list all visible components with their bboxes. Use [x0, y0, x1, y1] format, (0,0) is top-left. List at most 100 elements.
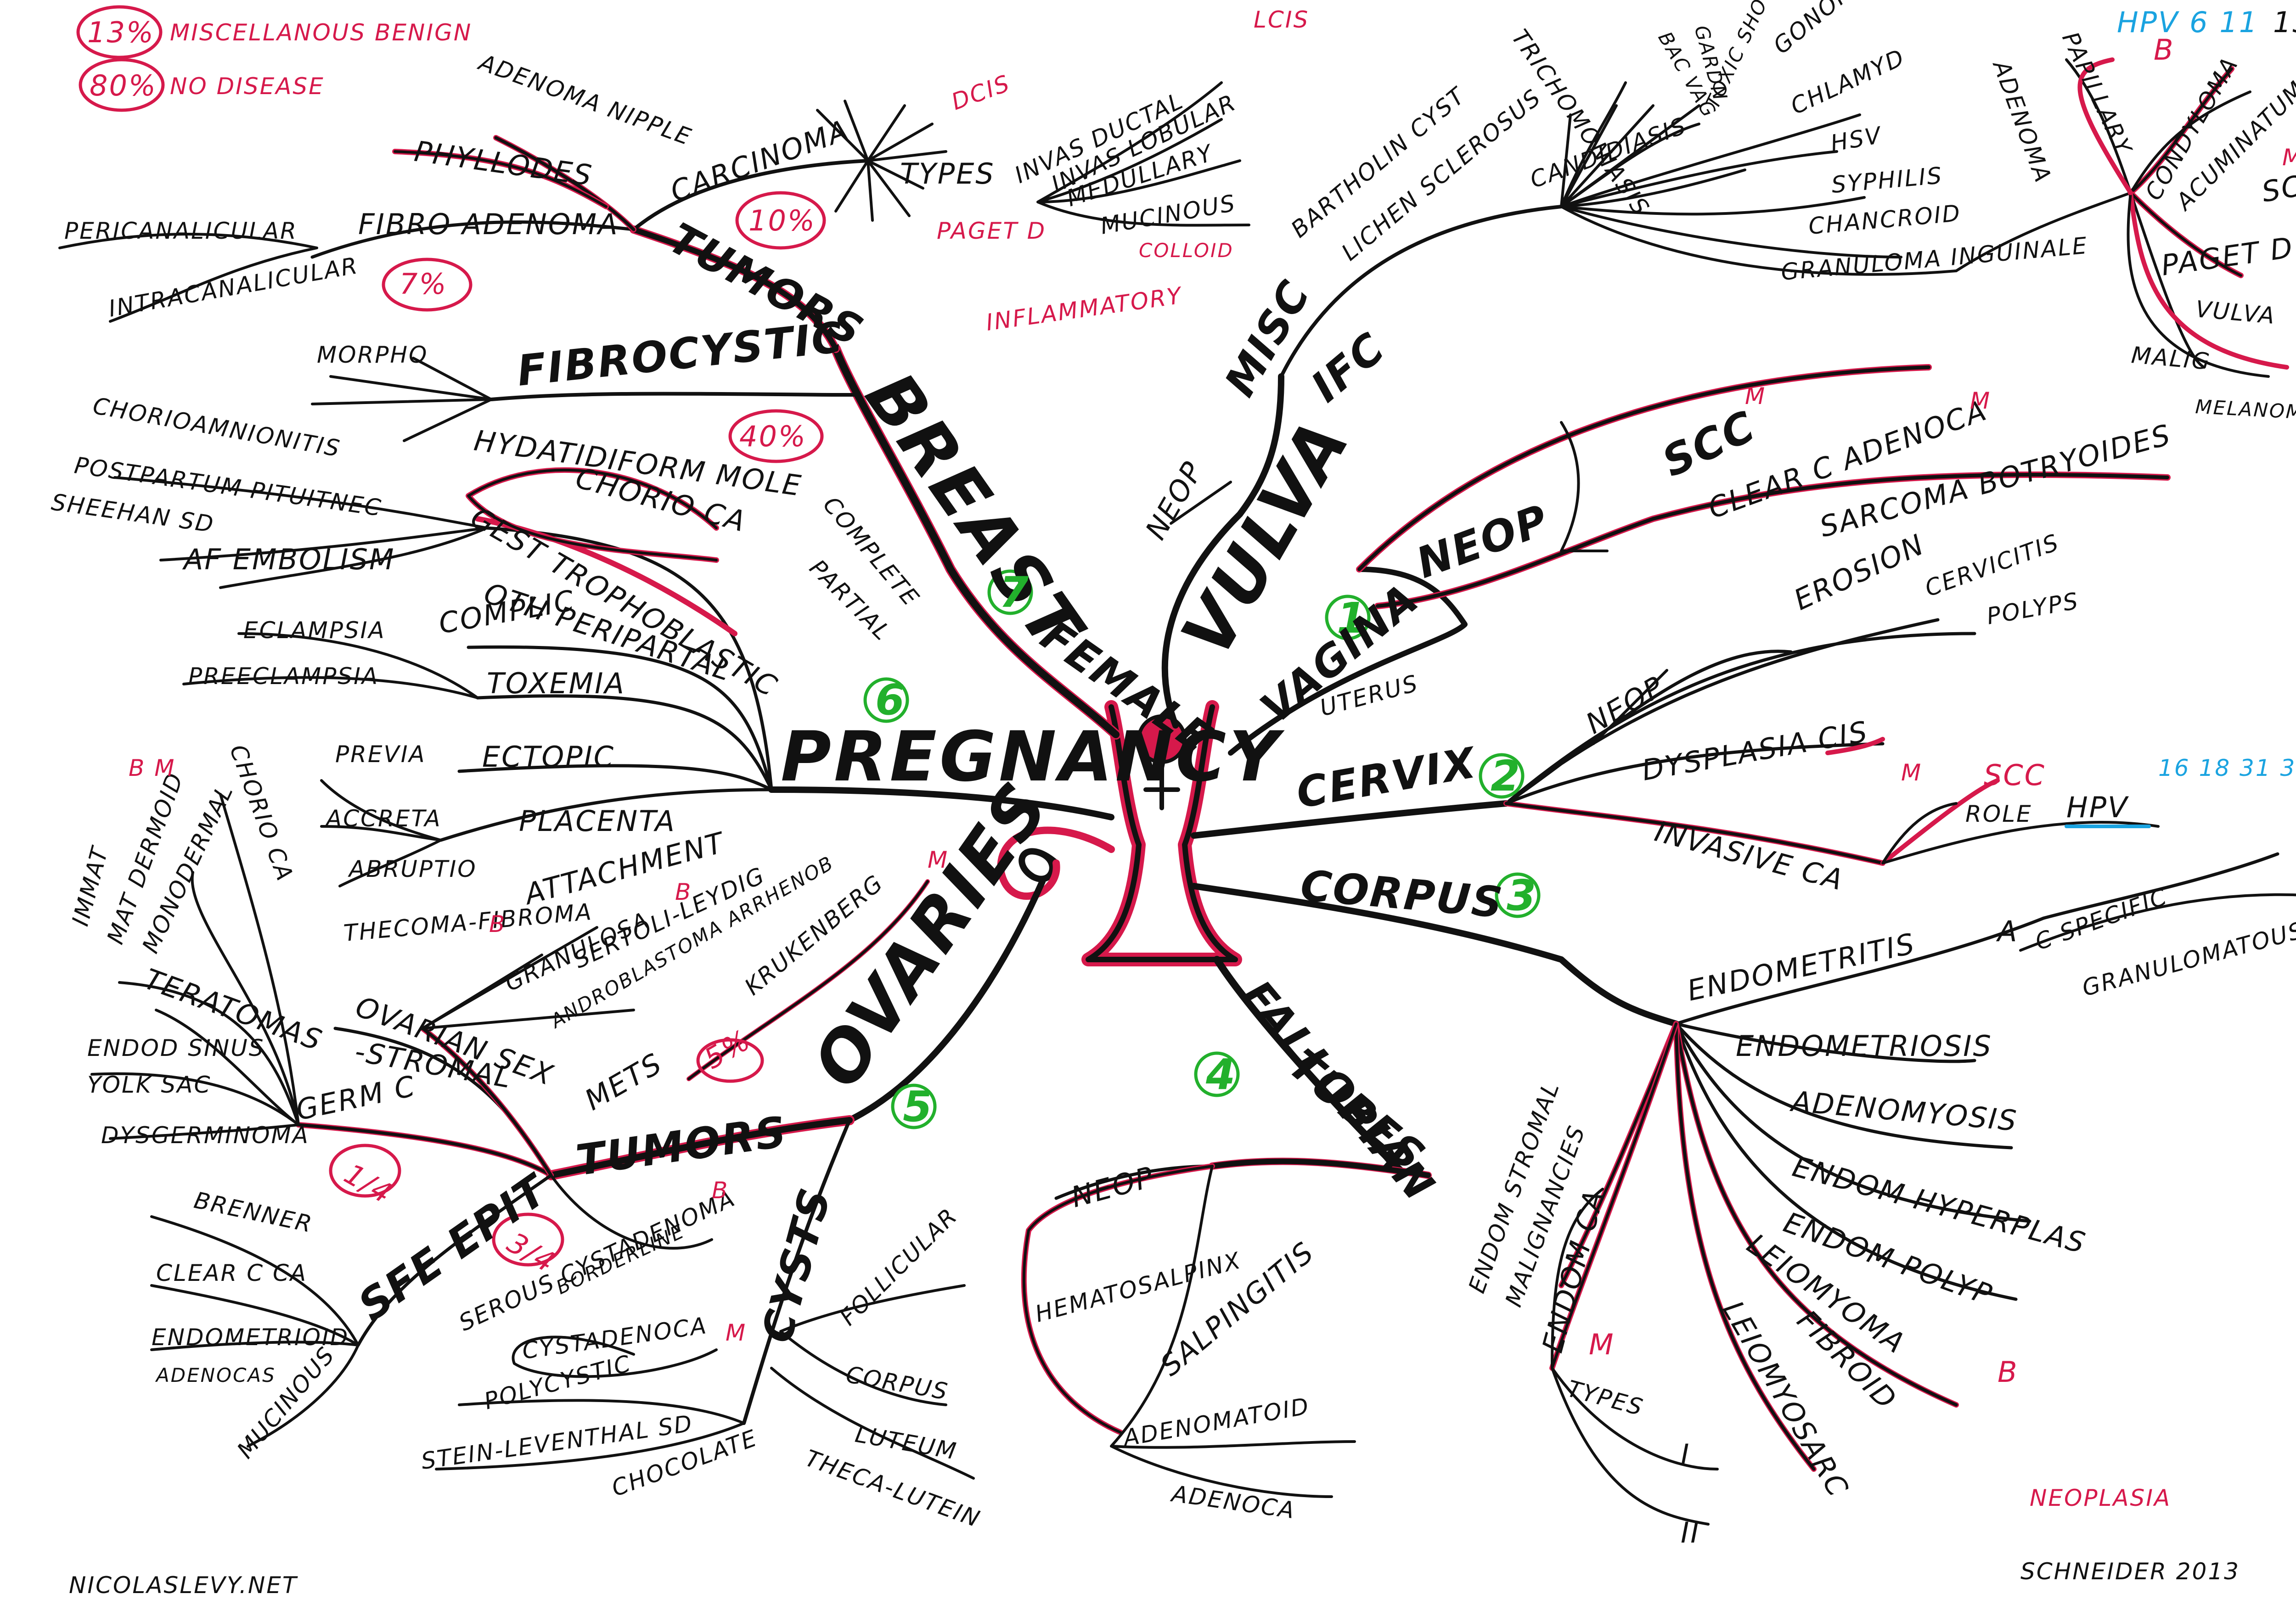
cervix-scc: SCC: [1984, 758, 2046, 792]
corpus-number: 3: [1507, 871, 1537, 920]
breast-pericanalicular: PERICANALICULAR: [64, 218, 298, 244]
vulva-hpv-13: 13: [2273, 6, 2296, 39]
cervix-invasive: INVASIVE CA: [1651, 814, 1847, 897]
ovaries-endod-sinus: ENDOD SINUS: [87, 1035, 264, 1061]
ovaries-corpus: CORPUS: [844, 1361, 951, 1405]
corpus-adenomyosis: ADENOMYOSIS: [1789, 1084, 2019, 1138]
ovaries-endometrioid: ENDOMETRIOID: [152, 1324, 349, 1351]
ovaries-thecoma: THECOMA-FIBROMA: [343, 898, 594, 947]
cervix-dysplasia: DYSPLASIA CIS: [1639, 714, 1871, 787]
ovaries-chorioca: CHORIO CA: [225, 741, 298, 885]
breast-carcinoma-pct: 10%: [748, 204, 816, 237]
circles: [76, 5, 1541, 1267]
vulva-chlamyd: CHLAMYD: [1787, 44, 1909, 120]
ovaries-number: 5: [903, 1082, 934, 1131]
cervix-hpv-types: 16 18 31 33: [2158, 755, 2296, 781]
vulva-granuloma: GRANULOMA INGUINALE: [1780, 232, 2089, 286]
breast-morpho: MORPHO: [317, 342, 428, 368]
ovaries-bm: B M: [129, 755, 175, 781]
ovaries-luteum: LUTEUM: [853, 1421, 959, 1465]
ovaries-granulosa-tag: B: [675, 879, 692, 905]
vulva-clear-tag: M: [1970, 387, 1991, 414]
vulva-hsv: HSV: [1829, 122, 1885, 157]
breast-fibroadenoma: FIBRO ADENOMA: [358, 208, 619, 241]
ovaries-thecoma-tag: B: [489, 911, 506, 937]
pregnancy-number: 6: [875, 675, 906, 724]
pregnancy-title: PREGNANCY: [781, 717, 1285, 797]
corpus-specific: C SPECIFIC: [2032, 883, 2171, 955]
vulva-v-scc: SCC: [1655, 401, 1763, 487]
spiral: [1019, 848, 1059, 882]
corpus-type1: I: [1681, 1438, 1690, 1471]
corpus-type2: II: [1681, 1516, 1700, 1549]
main-branches: [546, 225, 1679, 1180]
pregnancy-placenta: PLACENTA: [519, 804, 676, 838]
breast-adenoma-nipple: ADENOMA NIPPLE: [474, 49, 695, 151]
breast-fibrocystic-pct: 40%: [739, 420, 807, 453]
breast-type-4: MUCINOUS: [1098, 190, 1238, 240]
corpus-types-tag: M: [1589, 1328, 1615, 1361]
pregnancy-previa: PREVIA: [335, 741, 426, 768]
ovaries-dysgerminoma: DYSGERMINOMA: [101, 1122, 310, 1149]
vulva-hpv: HPV 6 11: [2117, 6, 2258, 39]
labels: FEMALE BREAST 7 TUMORS CARCINOMA 10% TYP…: [50, 0, 2296, 1599]
cervix-cervicitis: CERVICITIS: [1921, 529, 2063, 602]
pregnancy-sheehan: SHEEHAN SD: [50, 488, 216, 538]
vulva-number: 1: [1337, 594, 1367, 643]
pregnancy-eclampsia: ECLAMPSIA: [243, 617, 386, 644]
breast-intracanalicular: INTRACANALICULAR: [107, 252, 360, 322]
corpus-title: CORPUS: [1299, 861, 1506, 927]
ovaries-brenner: BRENNER: [192, 1187, 315, 1238]
ovaries-germ-pct: 1/4: [339, 1157, 399, 1211]
pregnancy-ectopic: ECTOPIC: [482, 740, 615, 774]
cervix-inv-tag: M: [1901, 759, 1922, 786]
breast-misc-benign: MISCELLANOUS BENIGN: [170, 19, 472, 46]
cervix-role: ROLE: [1965, 801, 2032, 827]
ovaries-yolk-sac: YOLK SAC: [87, 1072, 211, 1098]
vulva-neop-crossed: NEOP: [1139, 455, 1210, 545]
corpus-endometritis-tag: A: [1996, 915, 2018, 948]
breast-fibroadenoma-pct: 7%: [400, 267, 447, 301]
breast-inflammatory: INFLAMMATORY: [985, 282, 1184, 336]
fallopian-neop: NEOP: [1068, 1160, 1158, 1214]
breast-types: TYPES: [900, 157, 995, 191]
sub-branches: [58, 57, 2296, 1526]
ovaries-tumors: TUMORS: [573, 1107, 790, 1185]
footer-site: NICOLASLEVY.NET: [69, 1572, 298, 1599]
cervix-number: 2: [1491, 752, 1521, 801]
corpus-types: TYPES: [1564, 1375, 1647, 1421]
ovaries-mucinous: MUCINOUS: [232, 1341, 340, 1464]
ovaries-mets: METS: [579, 1046, 668, 1117]
ovaries-germ: GERM C: [293, 1069, 419, 1127]
pregnancy-preeclampsia: PREECLAMPSIA: [188, 663, 379, 690]
breast-misc-pct: 13%: [87, 16, 155, 49]
pregnancy-abruptio: ABRUPTIO: [348, 856, 477, 882]
vulva-scc-tag: M: [2282, 144, 2296, 171]
footer-author: SCHNEIDER 2013: [2020, 1558, 2240, 1585]
vulva-syphilis: SYPHILIS: [1830, 162, 1944, 198]
vulva-chancroid: CHANCROID: [1807, 200, 1962, 240]
ovaries-cysts: CYSTS: [752, 1182, 840, 1347]
breast-paget: PAGET D: [937, 218, 1046, 244]
corpus-fibroid-tag: B: [1998, 1355, 2019, 1389]
cervix-polyps: POLYPS: [1985, 587, 2081, 629]
breast-no-disease: NO DISEASE: [170, 73, 325, 100]
pregnancy-af-embolism: AF EMBOLISM: [182, 543, 395, 576]
ovaries-clear-ca: CLEAR C CA: [156, 1260, 307, 1286]
vulva-malig: MALIG: [2130, 342, 2212, 375]
breast-no-disease-pct: 80%: [90, 69, 157, 102]
ovaries-adenocas: ADENOCAS: [155, 1364, 276, 1386]
ovaries-krukenberg-tag: M: [928, 847, 949, 873]
breast-number: 7: [999, 568, 1030, 617]
ovaries-follicular: FOLLICULAR: [834, 1202, 962, 1330]
pregnancy-chorioamnionitis: CHORIOAMNIONITIS: [91, 393, 343, 462]
vulva-adenoma: ADENOMA: [1987, 56, 2057, 186]
ovaries-serous-tag: B: [712, 1177, 729, 1204]
vulva-melanoma: MELANOMA: [2195, 395, 2296, 424]
vulva-vulva-lbl: VULVA: [2195, 296, 2277, 329]
vulva-ifc: IFC: [1302, 323, 1395, 412]
vulva-scc: SCC: [2259, 165, 2296, 208]
cervix-erosion: EROSION: [1789, 528, 1930, 617]
corpus-neoplasia: NEOPLASIA: [2030, 1485, 2171, 1511]
